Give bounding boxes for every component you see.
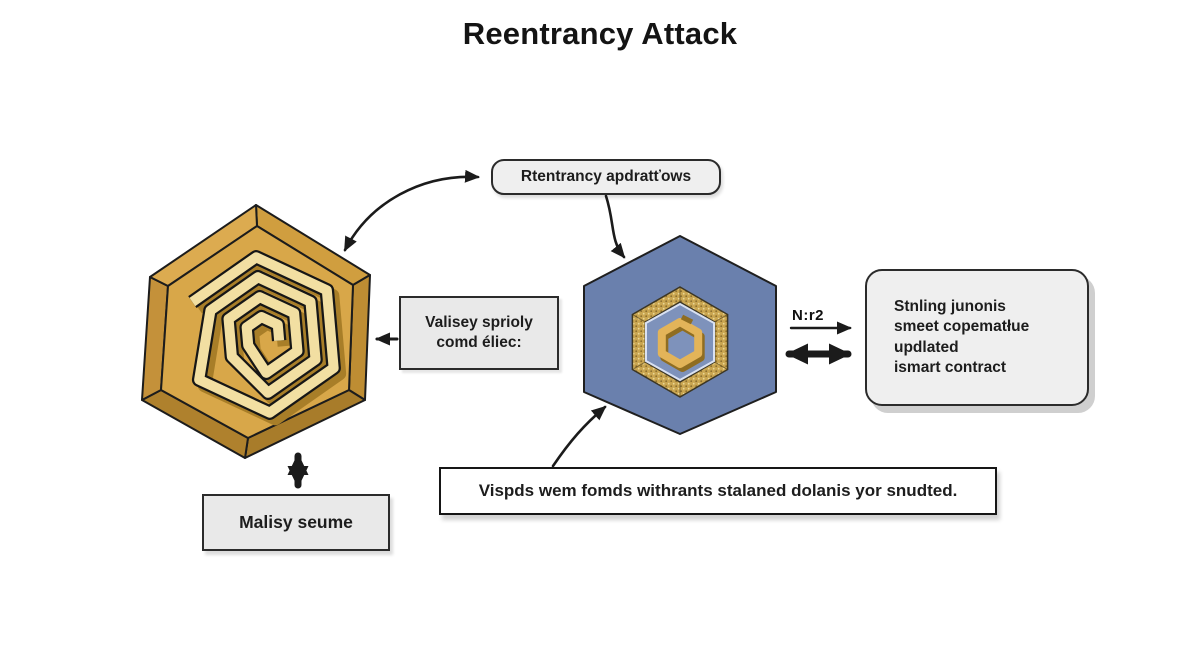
maze-band	[189, 252, 339, 418]
chainlink-body	[657, 318, 703, 368]
malicious-user-box: Malisy seume	[202, 494, 390, 551]
reentrancy-callflow-label: Rtentrancy apdratťows	[520, 167, 692, 185]
malicious-user-label: Malisy seume	[239, 511, 353, 532]
right-box-line-3: updlated	[894, 338, 959, 356]
arrow-topbox-to-bluehex-curved	[604, 194, 626, 259]
valisey-line-2: comd éliec:	[436, 334, 522, 351]
arrow-goldhex-topbox-curved	[343, 169, 480, 252]
page-title: Reentrancy Attack	[462, 16, 738, 51]
funds-withdrawn-box: Vispds wem fomds withrants stalaned dola…	[439, 467, 997, 515]
smart-contract-updated-box: Stnling junonis smeet copematłue updlate…	[865, 269, 1089, 406]
valisey-line-1: Valisey sprioly	[425, 313, 533, 331]
gold-ring-facets	[632, 287, 728, 397]
blue-hexagon	[583, 235, 777, 435]
arrows	[287, 169, 852, 489]
right-box-line-4: ismart contract	[894, 359, 1006, 376]
arrow-bottombox-to-bluehex-curved	[551, 405, 607, 468]
nr2-arrow-label: N:r2	[792, 307, 825, 324]
right-box-line-2: smeet copematłue	[894, 318, 1030, 335]
funds-withdrawn-label: Vispds wem fomds withrants stalaned dola…	[478, 480, 958, 500]
hex-spiral-maze-icon	[188, 250, 347, 426]
valisey-box: Valisey sprioly comd éliec:	[399, 296, 559, 370]
chainlink-hexagon-icon	[657, 314, 705, 372]
reentrancy-callflow-box: Rtentrancy apdratťows	[491, 159, 721, 195]
right-box-line-1: Stnling junonis	[894, 297, 1006, 315]
chainlink-notch	[680, 314, 694, 325]
